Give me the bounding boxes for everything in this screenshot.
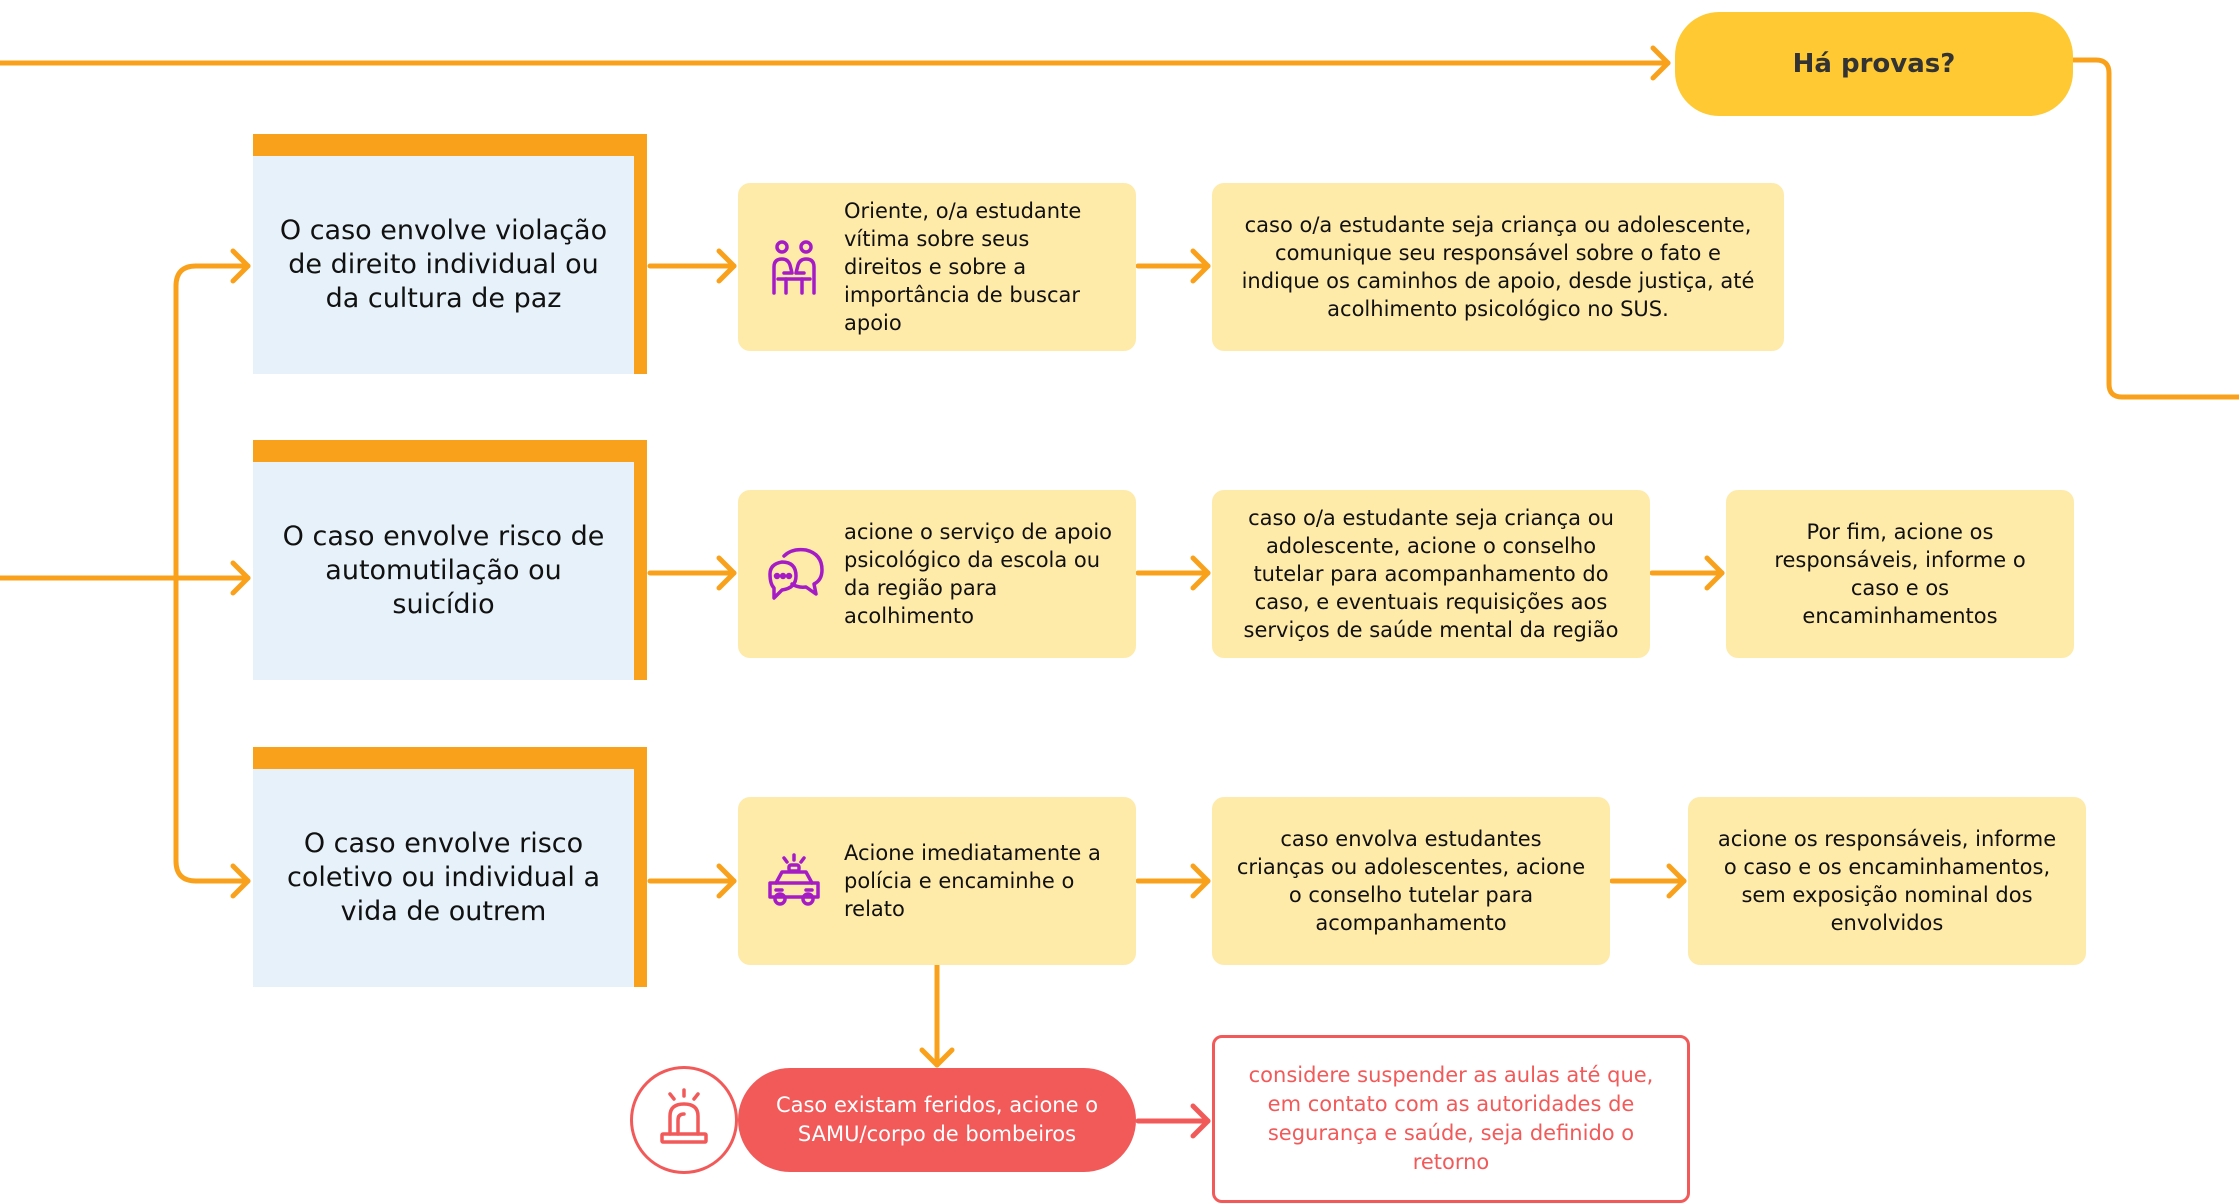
step-box-1-2: caso o/a estudante seja criança ou adole… (1212, 183, 1784, 351)
line-from-question (2070, 57, 2239, 400)
step-box-3-1: Acione imediatamente a polícia e encamin… (738, 797, 1136, 965)
question-pill: Há provas? (1675, 12, 2073, 116)
emergency-alarm (630, 1066, 738, 1174)
question-text: Há provas? (1792, 49, 1956, 79)
step-text-2-1: acione o serviço de apoio psicológico da… (844, 520, 1113, 628)
step-box-2-2: caso o/a estudante seja criança ou adole… (1212, 490, 1650, 658)
step-box-2-1: acione o serviço de apoio psicológico da… (738, 490, 1136, 658)
step-text-3-2: caso envolva estudantes crianças ou adol… (1236, 827, 1586, 935)
step-text-1-2: caso o/a estudante seja criança ou adole… (1241, 213, 1755, 321)
arrowhead-row1-category (230, 248, 251, 284)
category-text-1: O caso envolve violação de direito indiv… (279, 215, 608, 314)
siren-icon (652, 1086, 716, 1154)
arrowhead-row2-category (230, 560, 251, 596)
step-text-3-3: acione os responsáveis, informe o caso e… (1717, 827, 2057, 935)
category-box-3: O caso envolve risco coletivo ou individ… (253, 747, 647, 987)
step-text-1-1: Oriente, o/a estudante vítima sobre seus… (844, 199, 1082, 335)
emergency-pill: Caso existam feridos, acione o SAMU/corp… (738, 1068, 1136, 1172)
warning-box: considere suspender as aulas até que, em… (1212, 1035, 1690, 1203)
warning-text: considere suspender as aulas até que, em… (1248, 1063, 1654, 1174)
category-text-3: O caso envolve risco coletivo ou individ… (286, 828, 601, 927)
step-box-1-1: Oriente, o/a estudante vítima sobre seus… (738, 183, 1136, 351)
arrowhead-question (1650, 45, 1671, 81)
arrowhead-row3-category (230, 863, 251, 899)
step-box-3-3: acione os responsáveis, informe o caso e… (1688, 797, 2086, 965)
chat-bubbles-icon (762, 542, 826, 606)
step-text-2-3: Por fim, acione os responsáveis, informe… (1774, 520, 2026, 628)
police-car-icon (762, 849, 826, 913)
category-box-1: O caso envolve violação de direito indiv… (253, 134, 647, 374)
step-box-2-3: Por fim, acione os responsáveis, informe… (1726, 490, 2074, 658)
line-branch (173, 263, 251, 884)
step-text-3-1: Acione imediatamente a polícia e encamin… (844, 841, 1101, 921)
category-text-2: O caso envolve risco de automutilação ou… (282, 521, 605, 620)
category-box-2: O caso envolve risco de automutilação ou… (253, 440, 647, 680)
emergency-text: Caso existam feridos, acione o SAMU/corp… (775, 1093, 1099, 1146)
step-text-2-2: caso o/a estudante seja criança ou adole… (1243, 506, 1619, 642)
student-meeting-icon (762, 235, 826, 299)
step-box-3-2: caso envolva estudantes crianças ou adol… (1212, 797, 1610, 965)
